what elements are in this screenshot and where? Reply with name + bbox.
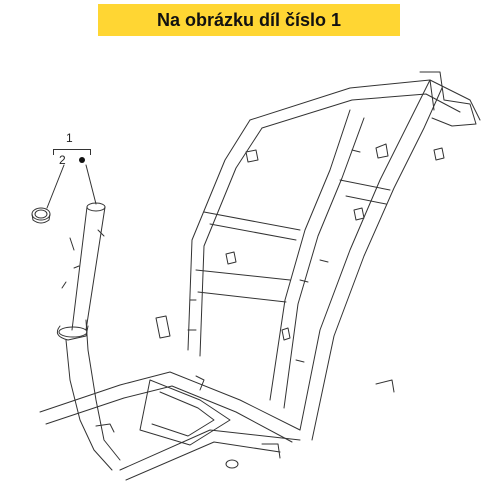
steering-tube: [56, 202, 106, 341]
callout-part1: 1: [66, 131, 73, 145]
callout-bracket: [53, 149, 91, 155]
banner-text: Na obrázku díl číslo 1: [156, 9, 342, 30]
main-frame: [39, 71, 481, 481]
leader-line-part1: [85, 164, 97, 205]
callout-part2: 2: [59, 153, 66, 167]
bearing-ring-part: [31, 164, 65, 224]
callout-dot-marker: [79, 157, 85, 163]
title-banner: Na obrázku díl číslo 1: [98, 4, 400, 36]
